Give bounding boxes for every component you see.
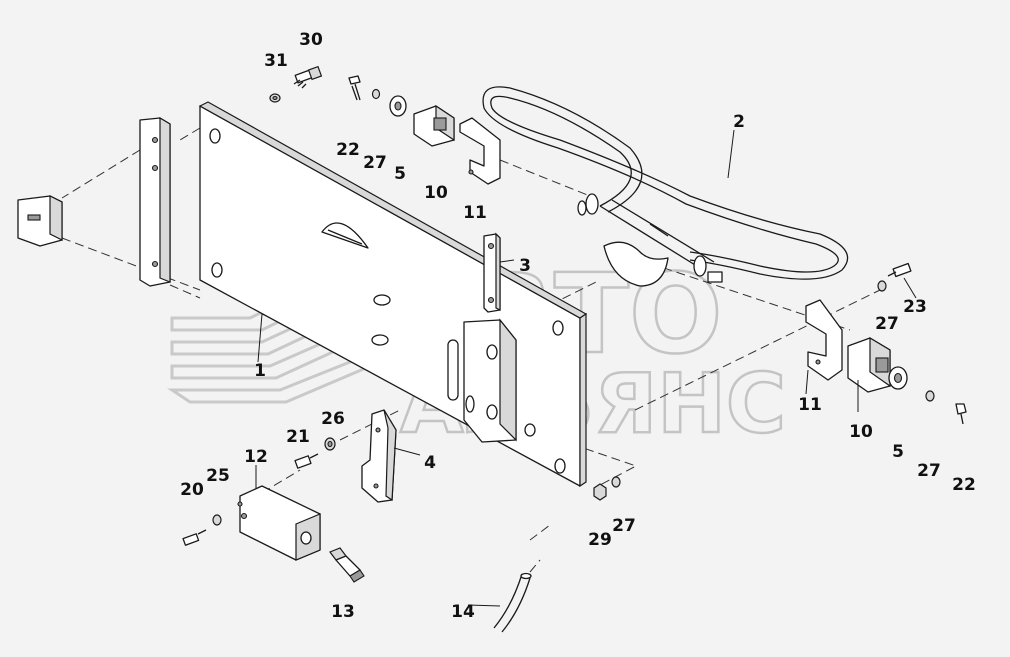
callout-27: 27 <box>917 461 941 481</box>
callout-23: 23 <box>903 297 927 317</box>
plate-4 <box>361 409 397 503</box>
fitting-13 <box>329 547 365 583</box>
callout-27: 27 <box>363 153 387 173</box>
washer-27-top <box>371 88 381 100</box>
washer-5-right <box>888 366 908 390</box>
callout-5: 5 <box>394 164 406 184</box>
washer-27-right <box>925 390 935 402</box>
bolt-23 <box>887 262 912 278</box>
callout-21: 21 <box>286 427 310 447</box>
washer-5-top <box>389 95 407 117</box>
bracket-11-top <box>459 117 501 185</box>
vertical-strip <box>139 116 171 287</box>
post-bar <box>483 232 501 313</box>
washer-27-right-top <box>877 280 887 292</box>
callout-1: 1 <box>254 361 266 381</box>
callout-22: 22 <box>952 475 976 495</box>
callout-12: 12 <box>244 447 268 467</box>
callout-31: 31 <box>264 51 288 71</box>
nut-26 <box>324 437 336 451</box>
callout-13: 13 <box>331 602 355 622</box>
callout-25: 25 <box>206 466 230 486</box>
screw-30 <box>293 65 323 89</box>
nut-29 <box>593 483 607 501</box>
callout-10: 10 <box>424 183 448 203</box>
washer-25 <box>212 514 222 526</box>
screw-21 <box>294 453 319 469</box>
callout-3: 3 <box>519 256 531 276</box>
guide-block <box>447 318 536 443</box>
upper-fasteners <box>269 65 501 185</box>
screw-22-right <box>955 403 967 425</box>
callout-5: 5 <box>892 442 904 462</box>
lower-parts <box>182 409 621 633</box>
box-12 <box>237 485 321 561</box>
screw-22-top <box>348 75 361 101</box>
callout-11: 11 <box>798 395 822 415</box>
spacer-block-10-top <box>413 104 455 147</box>
callout-26: 26 <box>321 409 345 429</box>
washer-27-lower <box>611 476 621 488</box>
callout-4: 4 <box>424 453 436 473</box>
callout-11: 11 <box>463 203 487 223</box>
spacer-block-10-right <box>847 336 891 393</box>
callout-2: 2 <box>733 112 745 132</box>
hose-14 <box>493 559 541 633</box>
callout-20: 20 <box>180 480 204 500</box>
screw-20 <box>182 529 207 546</box>
right-fasteners <box>805 262 967 425</box>
end-bracket-left <box>17 195 63 247</box>
callout-27: 27 <box>612 516 636 536</box>
callout-10: 10 <box>849 422 873 442</box>
callout-22: 22 <box>336 140 360 160</box>
bracket-11-right <box>805 299 843 381</box>
callout-30: 30 <box>299 30 323 50</box>
callout-29: 29 <box>588 530 612 550</box>
leader-lines <box>255 129 917 607</box>
washer-31 <box>269 93 281 103</box>
callout-14: 14 <box>451 602 475 622</box>
callout-27: 27 <box>875 314 899 334</box>
handle-rod <box>482 86 849 287</box>
